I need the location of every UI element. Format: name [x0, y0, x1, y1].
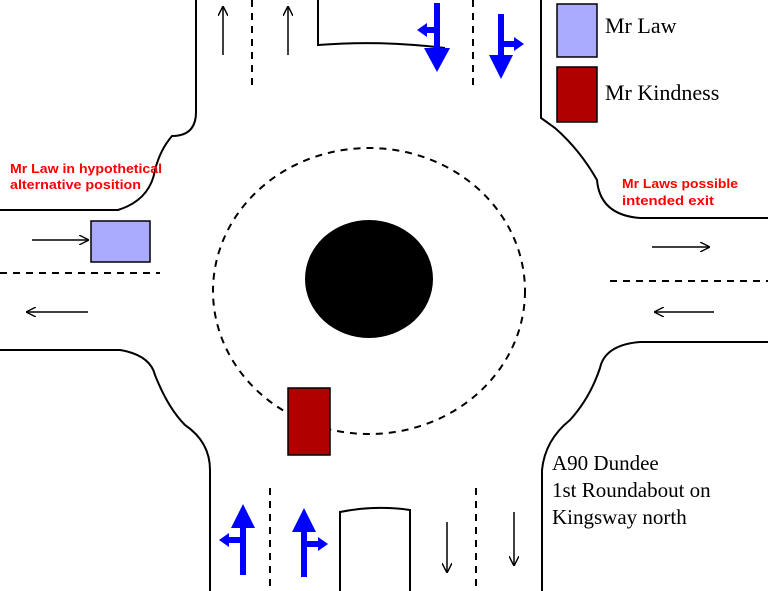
- annotation-exit-line1: Mr Laws possible: [622, 176, 738, 191]
- central-island: [305, 220, 433, 338]
- edge-bottom-left: [0, 349, 211, 591]
- legend-label-mr-law: Mr Law: [605, 13, 677, 38]
- annotation-hypothetical-line1: Mr Law in hypothetical: [10, 161, 162, 176]
- legend-swatch-mr-kindness: [556, 66, 598, 123]
- edge-top-right: [540, 0, 768, 219]
- legend-swatch-mr-law: [556, 3, 598, 58]
- blue-arrow-down-left-top: [417, 3, 450, 72]
- location-line2: 1st Roundabout on: [552, 478, 711, 502]
- mr-kindness-car: [287, 387, 331, 456]
- annotation-hypothetical-line2: alternative position: [10, 177, 141, 192]
- black-direction-arrows: [27, 7, 714, 572]
- splitter-top: [317, 0, 446, 49]
- blue-arrow-up-left-bottom: [219, 504, 255, 575]
- blue-arrow-up-right-bottom: [292, 508, 328, 577]
- location-line1: A90 Dundee: [552, 451, 659, 475]
- edge-bottom-right: [541, 341, 768, 591]
- edge-top-left: [0, 0, 197, 211]
- location-label: A90 Dundee 1st Roundabout on Kingsway no…: [552, 451, 711, 529]
- location-line3: Kingsway north: [552, 505, 687, 529]
- annotation-exit-line2: intended exit: [622, 193, 715, 208]
- splitter-bottom: [339, 506, 411, 591]
- blue-arrow-down-right-top: [489, 14, 524, 79]
- legend: Mr Law Mr Kindness: [556, 3, 719, 123]
- annotations: Mr Law in hypothetical alternative posit…: [10, 161, 738, 208]
- blue-lane-arrows: [219, 3, 524, 577]
- legend-label-mr-kindness: Mr Kindness: [605, 80, 719, 105]
- mr-law-car-hypothetical: [90, 220, 151, 263]
- circulatory-dashed-ring: [212, 147, 526, 435]
